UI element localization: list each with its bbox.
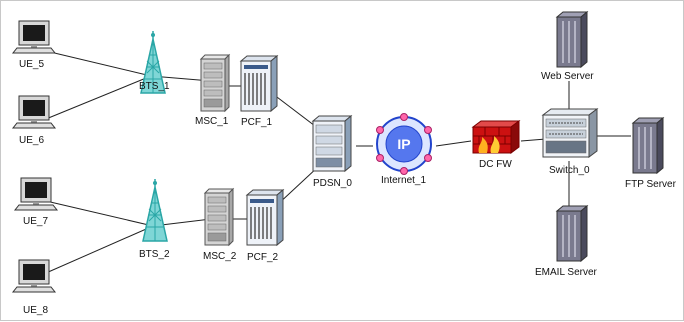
server-rack-icon [199, 53, 231, 113]
node-internet-1[interactable]: IP Internet_1 [369, 113, 439, 186]
link-internet1-dcfw [435, 140, 472, 147]
server-tower-icon [631, 116, 665, 175]
node-label: Web Server [541, 71, 594, 82]
node-label: Switch_0 [549, 165, 590, 176]
node-bts-1[interactable]: BTS_1 [133, 31, 173, 94]
node-label: UE_6 [19, 135, 45, 146]
link-ue6-bts1 [45, 75, 152, 120]
router-chassis-icon [311, 114, 353, 173]
node-msc-1[interactable]: MSC_1 [195, 53, 235, 131]
server-tower-icon [555, 204, 589, 263]
node-switch-0[interactable]: Switch_0 [539, 107, 603, 177]
node-bts-2[interactable]: BTS_2 [135, 179, 175, 263]
router-chassis-icon [239, 54, 279, 113]
node-label: MSC_1 [195, 116, 229, 127]
node-label: BTS_2 [139, 249, 170, 260]
node-label: Internet_1 [381, 175, 427, 186]
link-ue5-bts1 [45, 50, 152, 77]
firewall-icon [471, 120, 521, 154]
node-web-server[interactable]: Web Server [541, 10, 601, 85]
node-label: FTP Server [625, 179, 676, 190]
node-ue-6[interactable]: UE_6 [9, 94, 59, 146]
server-rack-icon [203, 187, 235, 247]
node-label: UE_8 [23, 305, 49, 316]
node-ue-5[interactable]: UE_5 [9, 19, 59, 71]
ip-badge: IP [397, 136, 410, 152]
link-ue7-bts2 [45, 200, 154, 227]
node-label: UE_7 [23, 216, 49, 227]
workstation-icon [11, 95, 57, 129]
node-ue-8[interactable]: UE_8 [9, 258, 59, 318]
link-dcfw-switch0 [520, 138, 547, 142]
node-label: UE_5 [19, 59, 45, 70]
antenna-tower-icon [140, 31, 166, 94]
server-tower-icon [555, 10, 589, 69]
node-pdsn-0[interactable]: PDSN_0 [309, 114, 359, 191]
node-label: EMAIL Server [535, 267, 597, 278]
node-pcf-1[interactable]: PCF_1 [237, 54, 281, 131]
node-ue-7[interactable]: UE_7 [11, 176, 61, 228]
ip-cloud-icon: IP [376, 113, 432, 175]
router-chassis-icon [245, 188, 285, 247]
node-label: DC FW [479, 159, 512, 170]
workstation-icon [11, 259, 57, 293]
node-label: PCF_2 [247, 252, 279, 263]
link-ue8-bts2 [45, 225, 154, 274]
node-dc-fw[interactable]: DC FW [467, 119, 523, 175]
node-label: MSC_2 [203, 251, 237, 262]
node-pcf-2[interactable]: PCF_2 [243, 188, 287, 267]
switch-icon [541, 108, 599, 158]
workstation-icon [13, 177, 59, 211]
node-email-server[interactable]: EMAIL Server [533, 204, 609, 285]
node-label: PCF_1 [241, 117, 273, 128]
antenna-tower-icon [142, 179, 168, 242]
node-label: BTS_1 [139, 81, 170, 92]
node-label: PDSN_0 [313, 178, 352, 189]
workstation-icon [11, 20, 57, 54]
node-msc-2[interactable]: MSC_2 [199, 187, 239, 267]
node-ftp-server[interactable]: FTP Server [621, 116, 684, 193]
